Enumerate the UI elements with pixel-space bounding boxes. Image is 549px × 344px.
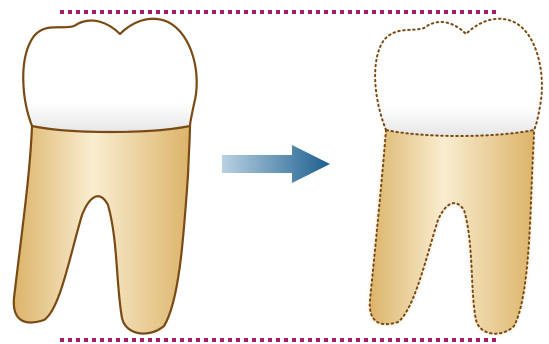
right-tooth-icon	[370, 19, 542, 334]
left-tooth-root	[14, 126, 190, 334]
right-tooth-root	[370, 130, 534, 334]
right-tooth-crown	[375, 19, 542, 136]
arrow-shape	[222, 145, 330, 183]
left-tooth-icon	[14, 19, 197, 334]
right-arrow-icon	[222, 145, 330, 183]
